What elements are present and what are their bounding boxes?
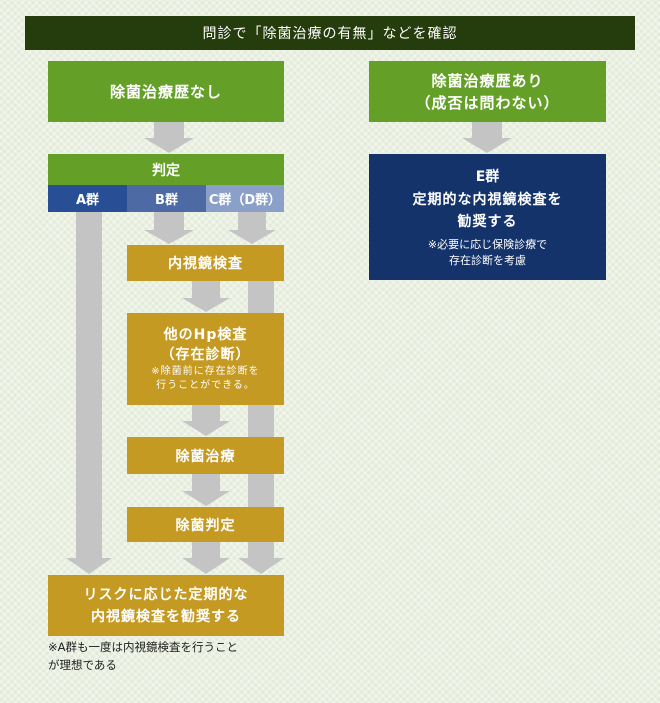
eradication-history-line1: 除菌治療歴あり (431, 71, 544, 90)
header-title: 問診で「除菌治療の有無」などを確認 (202, 26, 458, 42)
arrow-left-branch-down (144, 122, 194, 153)
eradication-judgement-label: 除菌判定 (175, 517, 236, 534)
arrow-eradication-judgement-down (182, 542, 230, 574)
eradication-treatment-box: 除菌治療 (127, 437, 284, 474)
e-group-line1: 定期的な内視鏡検査を (412, 192, 563, 208)
judgement-box: 判定 (48, 154, 284, 185)
no-eradication-history-box: 除菌治療歴なし (48, 61, 284, 122)
arrow-group-c-down (228, 212, 276, 244)
eradication-judgement-box: 除菌判定 (127, 507, 284, 542)
group-c-text: C群（D群） (208, 193, 282, 208)
e-group-box: E群 定期的な内視鏡検査を 勧奨する ※必要に応じ保険診療で 存在診断を考慮 (369, 154, 606, 280)
group-b-text: B群 (155, 193, 178, 208)
e-group-title: E群 (475, 169, 500, 185)
arrow-group-a-down (66, 212, 112, 574)
final-recommendation-box: リスクに応じた定期的な 内視鏡検査を勧奨する (48, 575, 284, 636)
group-a-text: A群 (75, 193, 100, 208)
e-group-line2: 勧奨する (457, 214, 518, 230)
eradication-history-line2: （成否は問わない） (415, 93, 560, 112)
final-footnote: ※A群も一度は内視鏡検査を行うこと が理想である (48, 638, 298, 674)
eradication-history-box: 除菌治療歴あり （成否は問わない） (369, 61, 606, 122)
final-note2: が理想である (48, 658, 117, 672)
arrow-endoscopy-down (182, 281, 230, 312)
group-a-label: A群 (48, 185, 127, 212)
final-line2: 内視鏡検査を勧奨する (91, 608, 241, 625)
judgement-title: 判定 (152, 162, 180, 179)
eradication-treatment-label: 除菌治療 (175, 448, 236, 465)
arrow-other-hp-down (182, 405, 230, 436)
header-bar: 問診で「除菌治療の有無」などを確認 (25, 16, 635, 50)
e-group-note1: ※必要に応じ保険診療で (427, 238, 548, 251)
arrow-eradication-down (182, 474, 230, 506)
arrow-right-branch-down (462, 122, 512, 153)
final-note1: ※A群も一度は内視鏡検査を行うこと (48, 640, 239, 654)
endoscopy-label: 内視鏡検査 (168, 256, 243, 272)
other-hp-test-box: 他のHp検査 （存在診断） ※除菌前に存在診断を 行うことができる。 (127, 313, 284, 405)
endoscopy-box: 内視鏡検査 (127, 245, 284, 281)
arrow-group-b-down (144, 212, 194, 244)
final-line1: リスクに応じた定期的な (83, 586, 249, 603)
other-hp-line1: 他のHp検査 (163, 327, 248, 343)
other-hp-note1: ※除菌前に存在診断を (151, 366, 260, 377)
other-hp-note2: 行うことができる。 (156, 380, 255, 391)
no-eradication-history-label: 除菌治療歴なし (109, 83, 222, 101)
group-c-label: C群（D群） (206, 185, 284, 212)
other-hp-line2: （存在診断） (160, 347, 251, 363)
e-group-note2: 存在診断を考慮 (449, 254, 526, 267)
group-b-label: B群 (127, 185, 206, 212)
